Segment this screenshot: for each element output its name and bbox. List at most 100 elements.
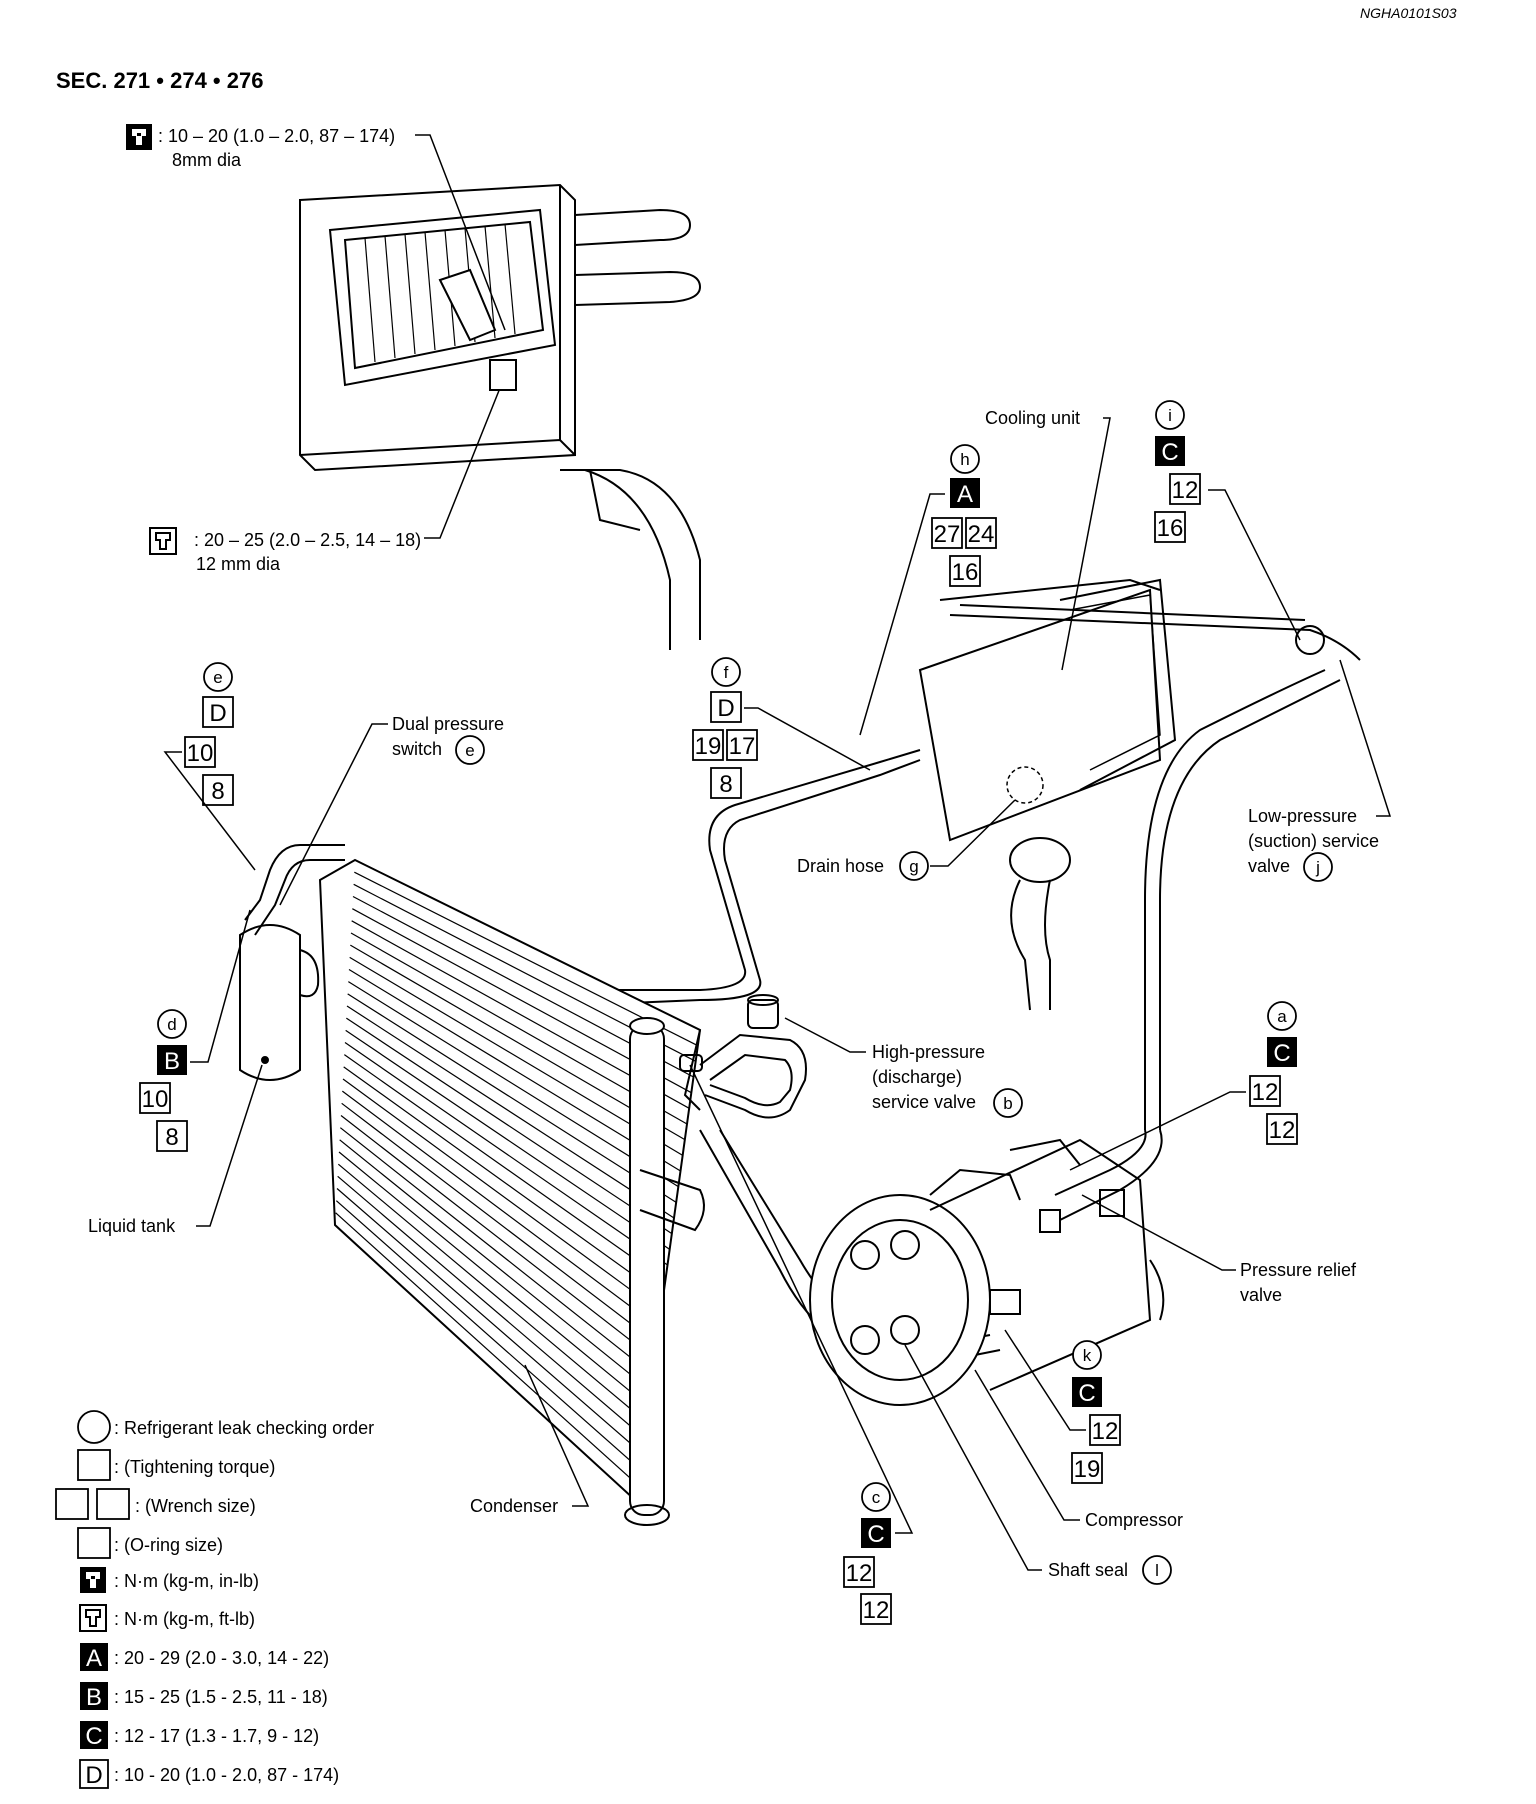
legend-D-letter: D — [85, 1762, 102, 1789]
legend-A-letter: A — [86, 1645, 102, 1672]
torque-callout-8mm: : 10 – 20 (1.0 – 2.0, 87 – 174) 8mm dia — [126, 124, 506, 331]
torque-12mm-values: : 20 – 25 (2.0 – 2.5, 14 – 18) — [194, 530, 421, 550]
leader-line — [415, 134, 506, 331]
compressor-label: Compressor — [1085, 1510, 1183, 1530]
marker-k-group: k C 12 19 — [1004, 1329, 1121, 1484]
tightening-symbol — [77, 1449, 111, 1481]
legend: : Refrigerant leak checking order : (Tig… — [55, 1410, 374, 1789]
marker-k: k — [1083, 1346, 1092, 1365]
condenser-fin — [340, 1115, 655, 1360]
box-i-n1: 12 — [1172, 477, 1199, 504]
box-c-letter: C — [867, 1521, 884, 1548]
cooling-unit — [918, 578, 1361, 1011]
leader-line — [1339, 659, 1392, 817]
marker-f-group: f D 19 17 8 — [692, 657, 871, 799]
leader-line — [279, 723, 388, 906]
leader-line — [974, 1369, 1080, 1521]
section-title: SEC. 271 • 274 • 276 — [56, 68, 263, 93]
torque-ftlb-icon — [149, 527, 177, 555]
box-h-letter: A — [957, 481, 973, 508]
box-f-n1: 19 — [695, 733, 722, 760]
condenser-fin — [336, 1188, 642, 1454]
box-h-n2: 24 — [968, 521, 995, 548]
dual-pressure-label-2: switch — [392, 739, 442, 759]
condenser-fin — [341, 1090, 660, 1329]
box-f-n3: 8 — [719, 771, 732, 798]
leader-line — [904, 1344, 1042, 1571]
leader-line — [1061, 417, 1111, 671]
box-h-n1: 27 — [934, 521, 961, 548]
marker-b: b — [1003, 1094, 1012, 1113]
condenser-fin — [346, 1005, 675, 1219]
marker-h-group: h A 27 24 16 — [859, 444, 997, 736]
box-e-n2: 8 — [211, 778, 224, 805]
condenser-fin — [349, 956, 683, 1156]
legend-B-text: : 15 - 25 (1.5 - 2.5, 11 - 18) — [114, 1687, 328, 1707]
high-pressure-label-2: (discharge) — [872, 1067, 962, 1087]
condenser-fin — [347, 993, 677, 1203]
cooling-unit-label: Cooling unit — [985, 408, 1080, 428]
low-pressure-label-3: valve — [1248, 856, 1290, 876]
legend-D-text: : 10 - 20 (1.0 - 2.0, 87 - 174) — [114, 1765, 339, 1785]
oring-symbol — [77, 1527, 111, 1559]
condenser — [318, 858, 705, 1526]
leader-line — [196, 1064, 263, 1227]
legend-wrench: : (Wrench size) — [135, 1496, 256, 1516]
marker-a: a — [1277, 1007, 1287, 1026]
legend-oring: : (O-ring size) — [114, 1535, 223, 1555]
condenser-fin — [339, 1139, 651, 1391]
condenser-fin — [344, 1042, 668, 1266]
marker-i: i — [1168, 406, 1172, 425]
wrench-symbol-b — [96, 1488, 130, 1520]
legend-leak-order: : Refrigerant leak checking order — [114, 1418, 374, 1438]
torque-8mm-values: : 10 – 20 (1.0 – 2.0, 87 – 174) — [158, 126, 395, 146]
compressor — [809, 1138, 1165, 1406]
marker-i-group: i C 12 16 — [1154, 400, 1301, 641]
leader-line — [1081, 1194, 1236, 1271]
box-c-n2: 12 — [863, 1597, 890, 1624]
box-a-n1: 12 — [1252, 1079, 1279, 1106]
marker-d-group: d B 10 8 — [139, 909, 251, 1152]
condenser-fin — [346, 1017, 673, 1235]
condenser-fin — [345, 1029, 671, 1250]
high-pressure-label-3: service valve — [872, 1092, 976, 1112]
condenser-label: Condenser — [470, 1496, 558, 1516]
box-i-n2: 16 — [1157, 515, 1184, 542]
box-a-n2: 12 — [1269, 1117, 1296, 1144]
box-i-letter: C — [1161, 439, 1178, 466]
marker-f: f — [724, 663, 729, 682]
marker-j: j — [1315, 858, 1320, 877]
legend-nm-ftlb: : N·m (kg-m, ft-lb) — [114, 1609, 255, 1629]
torque-callout-12mm: : 20 – 25 (2.0 – 2.5, 14 – 18) 12 mm dia — [149, 387, 501, 574]
box-f-n2: 17 — [729, 733, 756, 760]
box-c-n1: 12 — [846, 1560, 873, 1587]
condenser-fin — [338, 1151, 649, 1407]
condenser-fin — [337, 1163, 647, 1423]
shaft-seal-label: Shaft seal — [1048, 1560, 1128, 1580]
marker-c: c — [872, 1488, 881, 1507]
drain-hose-label: Drain hose — [797, 856, 884, 876]
box-d-letter: B — [164, 1048, 180, 1075]
condenser-fin — [339, 1127, 653, 1376]
condenser-fin — [348, 981, 679, 1188]
marker-h: h — [960, 450, 969, 469]
legend-nm-inlb: : N·m (kg-m, in-lb) — [114, 1571, 259, 1591]
dual-pressure-label-1: Dual pressure — [392, 714, 504, 734]
box-e-n1: 10 — [187, 740, 214, 767]
box-e-letter: D — [209, 700, 226, 727]
condenser-fin — [343, 1066, 664, 1297]
marker-d: d — [167, 1015, 176, 1034]
figure-ref-code: NGHA0101S03 — [1360, 5, 1457, 21]
condenser-fin — [335, 1200, 640, 1470]
torque-inlb-icon — [80, 1567, 106, 1593]
torque-ftlb-icon — [79, 1604, 107, 1632]
high-pressure-service-valve — [699, 994, 807, 1119]
wrench-symbol-a — [55, 1488, 89, 1520]
leak-order-symbol — [77, 1410, 111, 1444]
box-d-n1: 10 — [142, 1086, 169, 1113]
marker-g: g — [909, 857, 918, 876]
box-k-n2: 19 — [1074, 1456, 1101, 1483]
condenser-fin — [337, 1175, 645, 1438]
leader-line — [424, 387, 501, 539]
